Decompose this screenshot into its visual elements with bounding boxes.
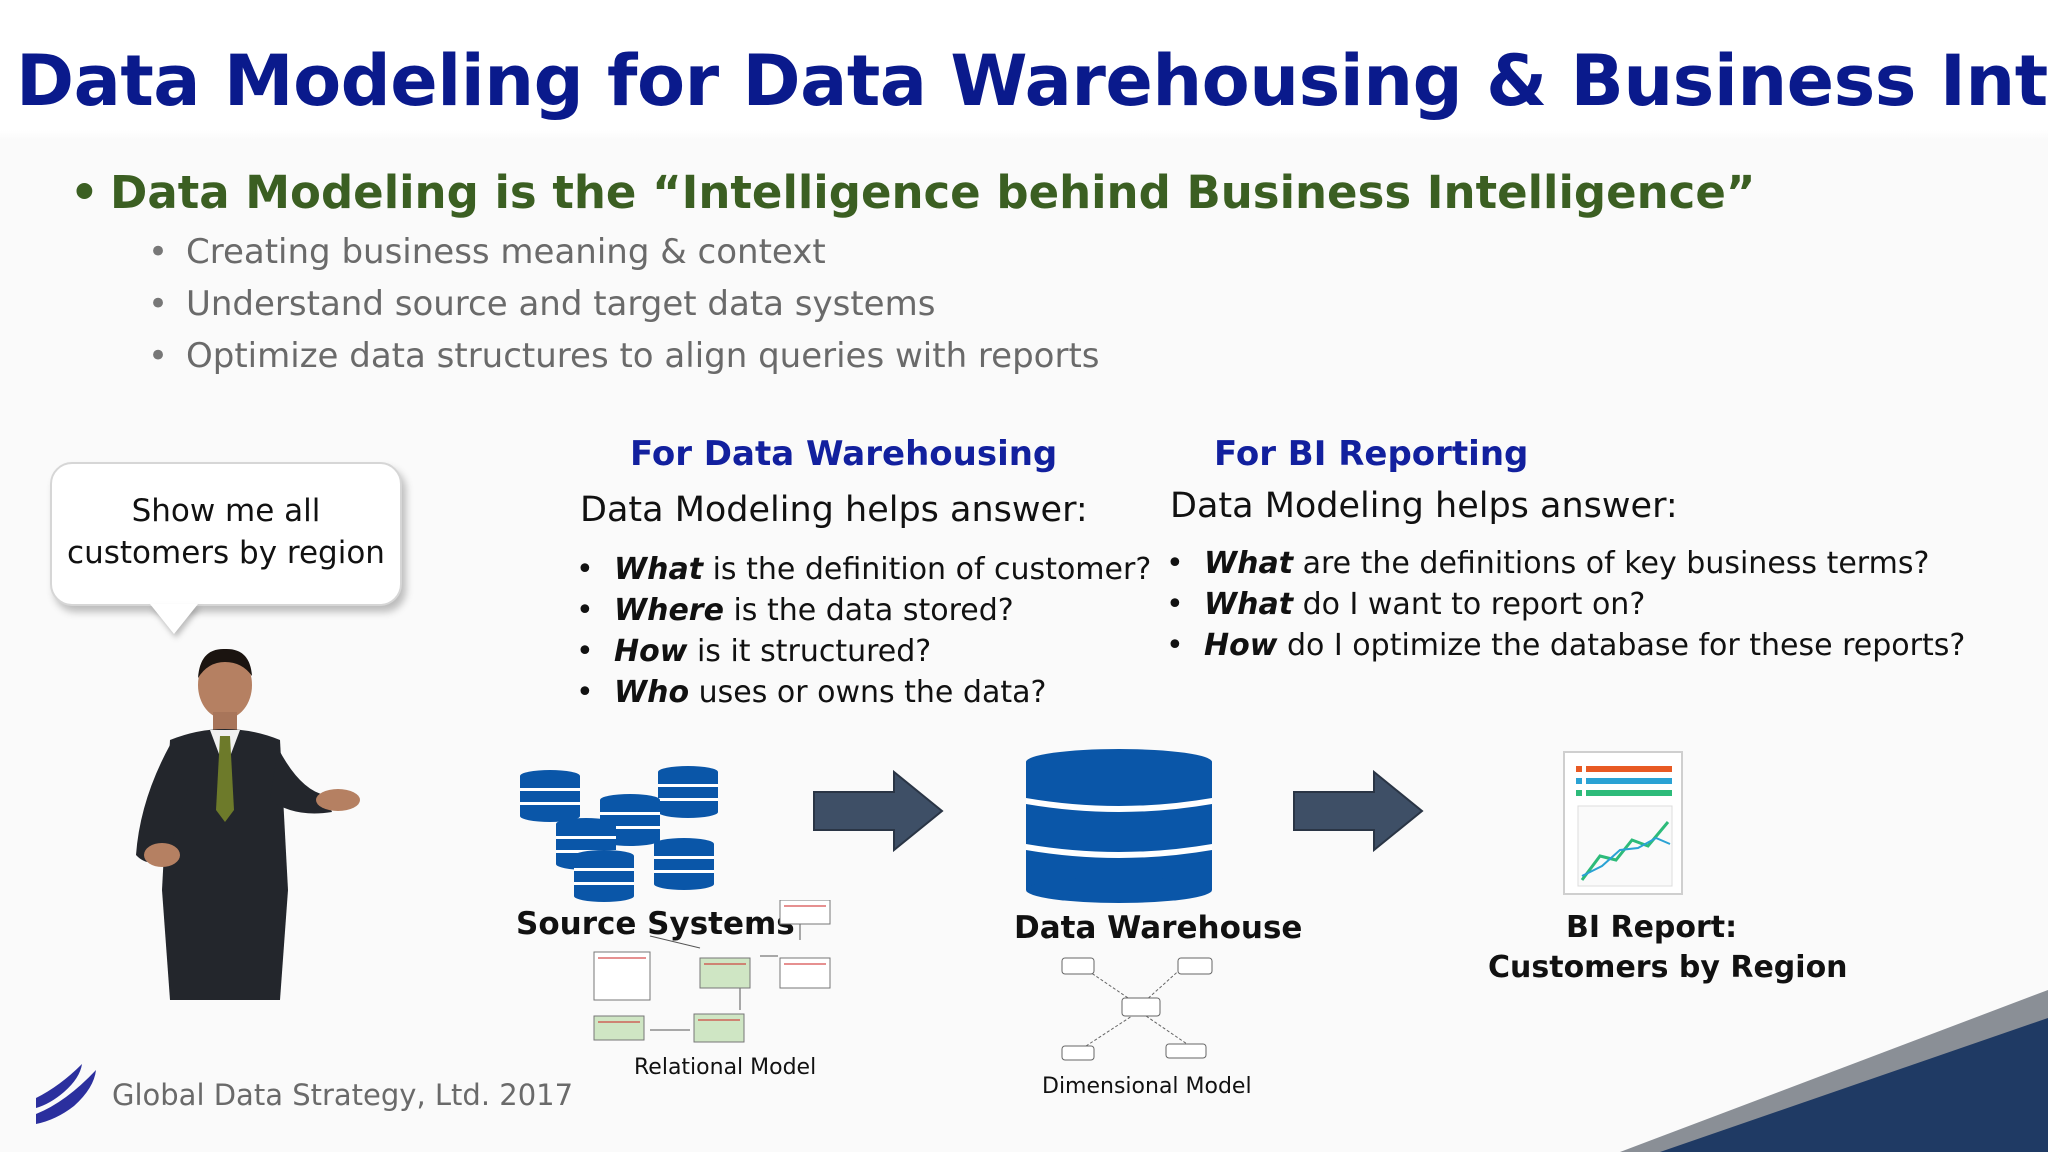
warehousing-question-list: • What is the definition of customer? • Wh…: [576, 552, 1151, 716]
data-warehouse-label: Data Warehouse: [1014, 910, 1303, 946]
entity-box: [779, 900, 831, 925]
dimension-box: [1177, 957, 1213, 975]
dimension-box: [1061, 1045, 1095, 1061]
fact-box: [1121, 997, 1161, 1017]
presenter-image: [136, 648, 360, 1000]
question-text: are the definitions of key business term…: [1293, 546, 1930, 581]
question-keyword: What: [1204, 587, 1294, 622]
question-text: is it structured?: [687, 634, 932, 669]
bullet-dot: •: [1166, 546, 1184, 581]
presenter-left-arm: [136, 745, 188, 863]
speech-bubble: Show me all customers by region: [50, 462, 402, 606]
question-item: • How is it structured?: [576, 634, 1151, 675]
question-item: • What is the definition of customer?: [576, 552, 1151, 593]
presenter-hair: [198, 648, 252, 678]
relational-model-label: Relational Model: [634, 1055, 817, 1080]
bullet-dot: •: [70, 166, 99, 219]
relational-model-diagram: [593, 900, 831, 1043]
bullet-dot: •: [576, 552, 594, 587]
dimension-box: [1061, 957, 1095, 975]
sub-bullet-text: Creating business meaning & context: [186, 232, 826, 272]
presenter-suit: [162, 729, 288, 1000]
entity-box: [593, 1015, 645, 1041]
question-keyword: Where: [614, 593, 724, 628]
presenter-neck: [213, 712, 237, 730]
question-keyword: What: [614, 552, 704, 587]
presenter-tie: [216, 736, 234, 822]
speech-bubble-line: Show me all: [131, 493, 321, 529]
question-item: • What are the definitions of key busines…: [1166, 546, 1965, 587]
question-item: • How do I optimize the database for thes…: [1166, 628, 1965, 669]
database-icon: [520, 770, 580, 822]
question-keyword: Who: [614, 675, 690, 710]
flow-arrow-icon: [813, 770, 944, 852]
main-bullet: •Data Modeling is the “Intelligence behi…: [70, 166, 1755, 219]
bullet-dot: •: [148, 284, 169, 324]
footer-copyright: Global Data Strategy, Ltd. 2017: [112, 1078, 574, 1112]
bullet-dot: •: [1166, 628, 1184, 663]
database-icon: [654, 838, 714, 890]
flow-arrow-icon: [1293, 770, 1424, 852]
warehousing-subheading: Data Modeling helps answer:: [580, 490, 1088, 530]
dimensional-model-label: Dimensional Model: [1042, 1074, 1252, 1099]
entity-box: [693, 1013, 745, 1043]
sub-bullet-text: Understand source and target data system…: [186, 284, 936, 324]
dimension-box: [1165, 1043, 1207, 1059]
bi-report-subtitle: Customers by Region: [1488, 950, 1848, 985]
question-item: • Where is the data stored?: [576, 593, 1151, 634]
slide-title: Data Modeling for Data Warehousing & Bus…: [16, 40, 2048, 122]
speech-bubble-line: customers by region: [67, 535, 385, 571]
bullet-dot: •: [576, 675, 594, 710]
reporting-heading: For BI Reporting: [1214, 434, 1529, 474]
presenter-left-hand: [144, 843, 180, 867]
question-text: do I optimize the database for these rep…: [1277, 628, 1966, 663]
question-keyword: What: [1204, 546, 1294, 581]
bi-report-label: BI Report:: [1566, 910, 1738, 945]
question-text: uses or owns the data?: [689, 675, 1047, 710]
corner-decoration: [1620, 990, 2048, 1152]
question-item: • What do I want to report on?: [1166, 587, 1965, 628]
question-text: is the data stored?: [723, 593, 1014, 628]
bi-report-icon: [1563, 751, 1683, 895]
source-systems-database-icons: [520, 766, 718, 902]
warehousing-heading: For Data Warehousing: [630, 434, 1058, 474]
database-icon: [658, 766, 718, 818]
presenter-right-arm: [270, 748, 332, 814]
presenter-head: [198, 651, 252, 719]
presenter-right-hand: [316, 789, 360, 811]
speech-bubble-tail: [150, 604, 198, 634]
bullet-dot: •: [148, 336, 169, 376]
data-warehouse-database-icon: [1026, 749, 1212, 903]
bullet-dot: •: [576, 634, 594, 669]
sub-bullet: • Optimize data structures to align queri…: [148, 336, 1099, 388]
bullet-dot: •: [576, 593, 594, 628]
question-keyword: How: [1204, 628, 1278, 663]
question-item: • Who uses or owns the data?: [576, 675, 1151, 716]
entity-box: [699, 957, 751, 989]
question-text: do I want to report on?: [1293, 587, 1646, 622]
reporting-subheading: Data Modeling helps answer:: [1170, 486, 1678, 526]
dimensional-model-diagram: [1061, 957, 1213, 1061]
sub-bullet-list: • Creating business meaning & context • Un…: [148, 232, 1099, 388]
sub-bullet-text: Optimize data structures to align querie…: [186, 336, 1100, 376]
database-icon: [574, 850, 634, 902]
company-logo-icon: [36, 1064, 96, 1124]
sub-bullet: • Understand source and target data syste…: [148, 284, 1099, 336]
bullet-dot: •: [1166, 587, 1184, 622]
entity-box: [779, 957, 831, 989]
source-systems-label: Source Systems: [516, 906, 795, 942]
main-bullet-text: Data Modeling is the “Intelligence behin…: [110, 166, 1756, 219]
question-text: is the definition of customer?: [703, 552, 1152, 587]
sub-bullet: • Creating business meaning & context: [148, 232, 1099, 284]
reporting-question-list: • What are the definitions of key busines…: [1166, 546, 1965, 669]
entity-box: [593, 951, 651, 1001]
question-keyword: How: [614, 634, 688, 669]
bullet-dot: •: [148, 232, 169, 272]
